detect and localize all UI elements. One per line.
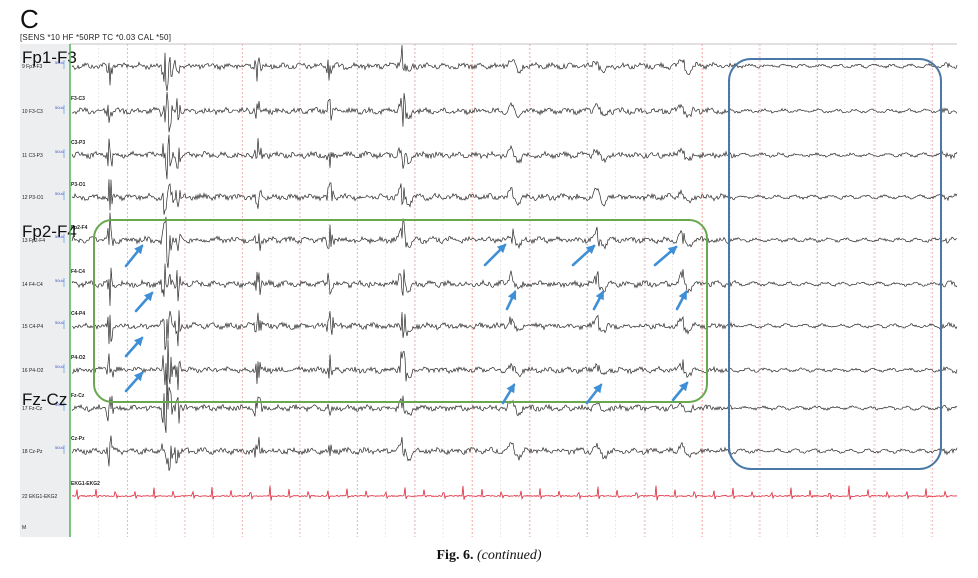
channel-inner-label: Cz-Pz [71, 436, 85, 442]
channel-label: 17 Fz-Cz [22, 406, 43, 412]
channel-label: 9 Fp1-F3 [22, 64, 43, 70]
channel-inner-label: Fz-Cz [71, 393, 85, 399]
channel-label: 11 C3-P3 [22, 153, 43, 159]
arrow-head [506, 383, 515, 394]
arrow-head [496, 243, 507, 254]
annotation-overlays [93, 58, 942, 470]
channel-scale: 50uV [55, 364, 65, 369]
channel-scale: 50uV [55, 60, 65, 65]
channel-label: 13 Fp2-F4 [22, 238, 45, 244]
blue-highlight-box [728, 58, 942, 470]
channel-label: 10 F3-C3 [22, 109, 43, 115]
recording-settings: [SENS *10 HF *50RP TC *0.03 CAL *50] [20, 33, 172, 42]
eeg-recording: 9 Fp1-F3 50uV 10 F3-C3 50uV F3-C3 11 C3-P3 50u… [20, 43, 958, 537]
channel-scale: 50uV [55, 191, 65, 196]
arrow-head [593, 383, 603, 394]
channel-inner-label: P3-O1 [71, 182, 86, 188]
region-label: Fp1-F3 [22, 48, 77, 67]
arrow-head [595, 290, 604, 301]
panel-letter: C [20, 4, 39, 34]
arrow-head [134, 244, 144, 255]
channel-scale: 50uV [55, 278, 65, 283]
time-grid [70, 43, 957, 537]
channel-label: M [22, 525, 26, 531]
channel-scale: 50uV [55, 320, 65, 325]
channel-label: 18 Cz-Pz [22, 449, 43, 455]
eeg-trace [71, 435, 958, 471]
region-label: Fp2-F4 [22, 222, 77, 241]
eeg-trace [71, 179, 958, 215]
arrow-head [507, 290, 517, 301]
channel-inner-label: F4-C4 [71, 269, 85, 275]
channel-inner-label: C3-P3 [71, 140, 85, 146]
green-highlight-box [93, 219, 708, 403]
channel-inner-label: F3-C3 [71, 96, 85, 102]
channel-inner-label: P4-O2 [71, 355, 86, 361]
channel-labels: 9 Fp1-F3 50uV 10 F3-C3 50uV F3-C3 11 C3-P3 50u… [22, 48, 100, 531]
channel-inner-label: C4-P4 [71, 311, 85, 317]
arrow-head [585, 244, 596, 254]
channel-label-column [20, 44, 70, 537]
eeg-trace [71, 45, 958, 91]
eeg-trace [71, 91, 958, 133]
channel-scale: 50uV [55, 105, 65, 110]
eeg-trace [71, 339, 958, 395]
channel-label: 15 C4-P4 [22, 324, 43, 330]
arrow-head [144, 291, 154, 302]
channel-label: 16 P4-O2 [22, 368, 44, 374]
channel-inner-label: Fp2-F4 [71, 225, 88, 231]
channel-label: 22 EKG1-EKG2 [22, 494, 58, 500]
arrow-head [678, 290, 687, 301]
eeg-trace [71, 212, 958, 268]
eeg-traces [71, 45, 958, 501]
caption-continued: (continued) [476, 548, 542, 563]
region-label: Fz-Cz [22, 390, 67, 409]
arrow-head [679, 381, 689, 392]
caption-figure-number: Fig. 6. [436, 548, 474, 563]
eeg-trace [71, 263, 958, 306]
channel-inner-label: EKG1-EKG2 [71, 481, 100, 487]
eeg-trace [71, 134, 958, 180]
arrow-head [134, 336, 144, 347]
eeg-trace [71, 310, 958, 351]
arrow-head [667, 245, 678, 255]
channel-scale: 50uV [55, 445, 65, 450]
channel-scale: 50uV [55, 234, 65, 239]
channel-scale: 50uV [55, 402, 65, 407]
channel-scale: 50uV [55, 149, 65, 154]
ekg-trace [71, 485, 958, 501]
figure-caption: Fig. 6. (continued) [0, 548, 978, 564]
channel-label: 14 F4-C4 [22, 282, 43, 288]
arrow-head [134, 371, 144, 382]
eeg-trace [71, 374, 958, 433]
channel-label: 12 P3-O1 [22, 195, 44, 201]
